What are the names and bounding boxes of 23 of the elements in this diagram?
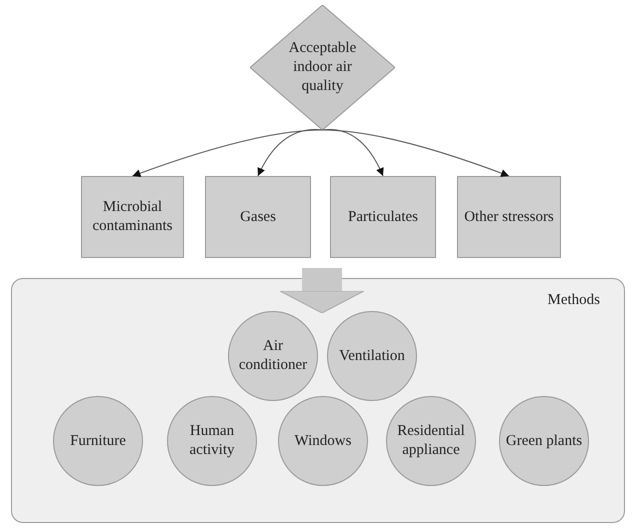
group-panel — [11, 278, 625, 523]
node-label: Residential appliance — [396, 422, 466, 460]
node-label: Particulates — [348, 208, 418, 226]
arrow — [322, 130, 510, 177]
node-label: Microbial contaminants — [92, 198, 174, 236]
node-label: Methods — [548, 291, 600, 310]
category-box — [457, 176, 561, 258]
arrow — [258, 129, 323, 176]
decision-diamond — [250, 5, 395, 130]
node-label: Windows — [294, 432, 352, 450]
block-arrow — [280, 268, 364, 314]
node-label: Human activity — [188, 422, 236, 460]
node-label: Gases — [240, 208, 276, 226]
node-label: Acceptable indoor air quality — [288, 39, 358, 96]
node-label: Ventilation — [339, 346, 405, 366]
category-box — [81, 176, 184, 258]
node-label: Air conditioner — [238, 337, 308, 375]
arrow — [322, 129, 384, 176]
node-label: Other stressors — [464, 208, 554, 226]
node-label: Furniture — [70, 432, 126, 450]
category-box — [205, 176, 311, 258]
node-label: Green plants — [506, 432, 582, 450]
category-box — [330, 176, 436, 258]
